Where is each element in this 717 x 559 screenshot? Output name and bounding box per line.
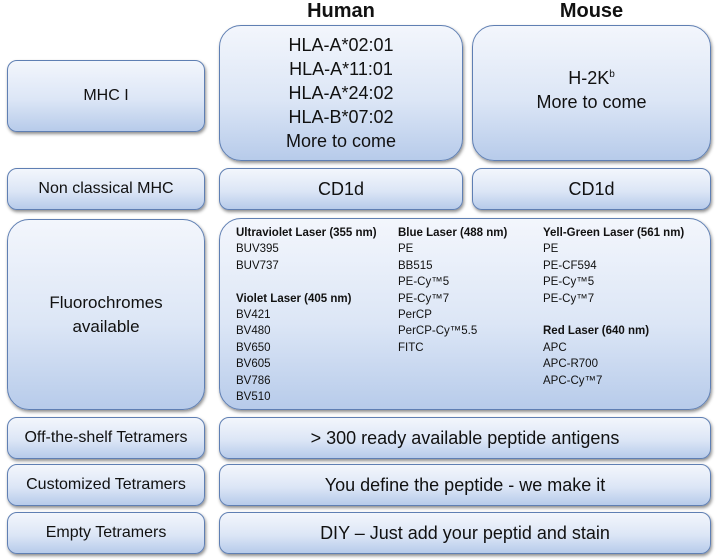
laser-title: Blue Laser (488 nm): [398, 227, 508, 239]
header-mouse: Mouse: [559, 0, 624, 22]
fluorochrome-item: BB515: [398, 259, 433, 272]
mouse-mhc1-box: H-2Kb More to come: [472, 25, 711, 161]
human-mhc1-box: HLA-A*02:01 HLA-A*11:01 HLA-A*24:02 HLA-…: [219, 25, 463, 161]
fluorochrome-item: FITC: [398, 341, 424, 354]
laser-title: Red Laser (640 nm): [543, 325, 650, 338]
offshelf-box: > 300 ready available peptide antigens: [219, 417, 711, 459]
fluorochrome-item: BV421: [236, 309, 271, 322]
label-text: Off-the-shelf Tetramers: [24, 429, 188, 446]
allele: H-2Kb: [536, 63, 646, 90]
allele: HLA-A*02:01: [288, 35, 394, 55]
fluorochrome-item: APC-Cy™7: [543, 374, 603, 387]
label-text: Non classical MHC: [38, 180, 174, 197]
fluorochrome-item: BV480: [236, 325, 271, 338]
allele-superscript: b: [609, 68, 615, 80]
fluorochrome-item: PE: [398, 243, 414, 256]
fluorochrome-item: PerCP: [398, 309, 432, 322]
row-label-fluorochromes: Fluorochromes available: [7, 219, 205, 410]
allele: HLA-B*07:02: [288, 107, 394, 127]
value-text: CD1d: [568, 178, 615, 199]
fluorochrome-item: BV510: [236, 391, 271, 404]
fluorochrome-item: PE-Cy™7: [543, 292, 595, 305]
fluorochrome-item: BV650: [236, 341, 271, 354]
laser-title: Violet Laser (405 nm): [236, 292, 352, 305]
fluorochrome-item: APC: [543, 341, 567, 354]
fluorochrome-item: PE-Cy™5: [398, 276, 450, 289]
empty-box: DIY – Just add your peptid and stain: [219, 512, 711, 554]
more-to-come: More to come: [536, 91, 647, 112]
allele: HLA-A*24:02: [288, 83, 394, 103]
label-text: Empty Tetramers: [45, 524, 167, 541]
value-text: DIY – Just add your peptid and stain: [320, 522, 610, 543]
human-nonclassical-box: CD1d: [219, 168, 463, 210]
allele-name: H-2K: [568, 67, 610, 88]
mouse-nonclassical-box: CD1d: [472, 168, 711, 210]
fluorochrome-item: APC-R700: [543, 358, 598, 371]
label-text: Fluorochromes: [49, 292, 163, 312]
fluorochrome-item: PE-Cy™7: [398, 292, 450, 305]
row-label-nonclassical: Non classical MHC: [7, 168, 205, 210]
fluorochrome-item: PE-CF594: [543, 259, 597, 272]
fluorochrome-item: BUV395: [236, 243, 279, 256]
row-label-offshelf: Off-the-shelf Tetramers: [7, 417, 205, 459]
value-text: CD1d: [317, 178, 365, 199]
fluorochrome-item: BUV737: [236, 259, 279, 272]
more-to-come: More to come: [285, 131, 397, 151]
value-text: > 300 ready available peptide antigens: [310, 427, 620, 448]
laser-title: Yell-Green Laser (561 nm): [543, 227, 685, 239]
label-text: MHC I: [83, 87, 129, 104]
allele: HLA-A*11:01: [289, 59, 393, 79]
fluorochrome-item: PE: [543, 243, 559, 256]
value-text: You define the peptide - we make it: [324, 474, 606, 495]
fluorochrome-item: PerCP-Cy™5.5: [398, 325, 478, 338]
row-label-empty: Empty Tetramers: [7, 512, 205, 554]
label-text: available: [72, 316, 140, 336]
laser-title: Ultraviolet Laser (355 nm): [236, 227, 377, 239]
fluorochrome-item: BV786: [236, 374, 271, 387]
row-label-custom: Customized Tetramers: [7, 464, 205, 506]
header-human: Human: [307, 0, 375, 22]
row-label-mhc1: MHC I: [7, 60, 205, 132]
fluorochrome-item: PE-Cy™5: [543, 276, 595, 289]
fluorochrome-item: BV605: [236, 358, 271, 371]
label-text: Customized Tetramers: [26, 476, 186, 493]
custom-box: You define the peptide - we make it: [219, 464, 711, 506]
